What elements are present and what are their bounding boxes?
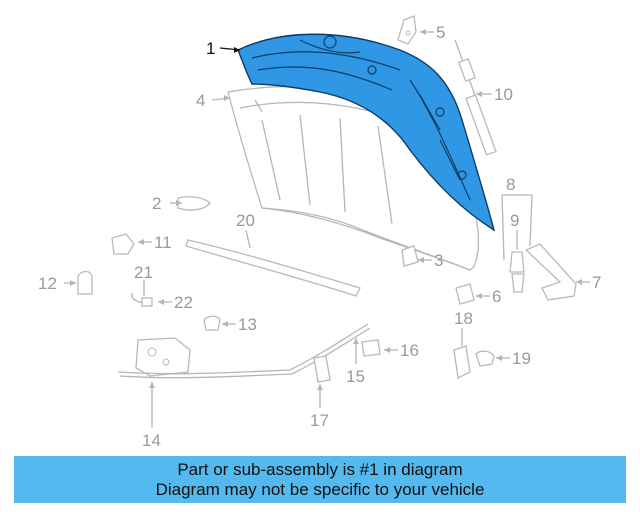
grommet-13 [203,315,221,331]
callout-15: 15 [346,367,365,386]
callout-17: 17 [310,411,329,430]
weatherstrip [185,239,361,297]
hood-inner-panel[interactable] [237,33,496,232]
bumper-19 [475,350,495,367]
clip-3 [401,245,419,267]
callout-18: 18 [454,309,473,328]
callout-19: 19 [512,349,531,368]
parts-diagram: 1 2 3 4 5 6 7 8 9 10 11 12 13 14 15 16 1… [38,15,601,450]
callout-14: 14 [142,431,161,450]
callout-labels: 1 2 3 4 5 6 7 8 9 10 11 12 13 14 15 16 1… [38,23,601,450]
callout-arrows [70,29,582,390]
bumper-16 [361,339,381,357]
callout-11: 11 [154,233,172,252]
hood-latch [135,337,191,377]
latch-18 [453,345,471,379]
callout-13: 13 [238,315,257,334]
callout-16: 16 [400,341,419,360]
clip-17 [313,355,331,383]
banner-line-1: Part or sub-assembly is #1 in diagram [177,459,463,479]
info-banner: Part or sub-assembly is #1 in diagram Di… [14,456,626,503]
callout-10: 10 [494,85,513,104]
clip-21-22 [131,292,153,307]
callout-6: 6 [492,287,501,306]
banner-line-2: Diagram may not be specific to your vehi… [155,479,485,499]
bumper-pad [177,196,211,211]
callout-22: 22 [174,293,193,312]
plug-12 [77,270,93,295]
callout-4: 4 [196,91,205,110]
clip-6 [455,283,475,305]
callout-8: 8 [506,175,515,194]
callout-21: 21 [134,263,153,282]
gas-strut [454,39,497,156]
callout-7: 7 [592,273,601,292]
callout-5: 5 [436,23,445,42]
callout-3: 3 [434,251,443,270]
bracket-7 [524,243,577,301]
bolt-9 [509,251,525,293]
callout-1: 1 [206,39,215,58]
callout-20: 20 [236,211,255,230]
hood-hinge-bracket [397,15,417,45]
release-cable [117,323,371,379]
bumper-11 [111,233,135,255]
callout-2: 2 [152,194,161,213]
callout-9: 9 [510,211,519,230]
callout-12: 12 [38,274,57,293]
